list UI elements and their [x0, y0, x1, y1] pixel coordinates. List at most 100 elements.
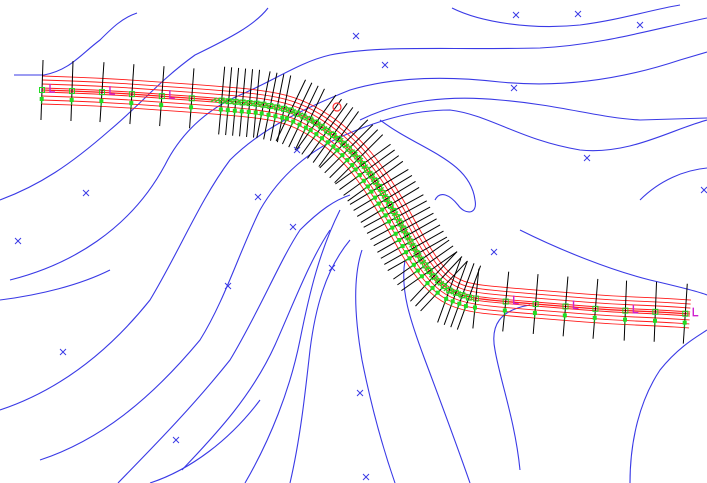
station-mark [376, 201, 381, 206]
station-mark [502, 308, 507, 313]
station-mark [98, 89, 105, 96]
cross-section-line [318, 111, 359, 167]
cross-section-line [239, 68, 247, 137]
x-mark-glyph [574, 10, 582, 18]
station-tick [353, 154, 361, 160]
station-tick [370, 177, 378, 183]
station-tick [417, 256, 425, 262]
x-mark-glyph [362, 473, 370, 481]
station-tick [419, 259, 427, 265]
road-edge-line [41, 95, 690, 321]
station-tick [428, 272, 436, 278]
station-mark [444, 296, 449, 301]
station-tick [330, 133, 338, 139]
station-tick [401, 228, 408, 234]
station-mark [128, 91, 135, 98]
station-mark [225, 108, 230, 113]
cross-section-line [623, 280, 628, 341]
station-mark [218, 97, 225, 104]
station-tick [465, 295, 473, 301]
station-tick [426, 269, 434, 275]
station-mark [532, 301, 539, 308]
x-mark-glyph [512, 11, 520, 19]
station-tick [292, 110, 300, 116]
station-mark [314, 132, 319, 137]
station-tick [458, 292, 465, 298]
station-tick [434, 278, 442, 284]
station-mark [407, 256, 412, 261]
cross-section-line [592, 278, 599, 339]
station-mark [353, 167, 358, 172]
spot-elevation-mark [362, 473, 370, 481]
contour-line [0, 269, 111, 301]
station-mark [218, 107, 223, 112]
x-mark-glyph [700, 186, 707, 194]
spot-elevation-mark [512, 11, 520, 19]
cross-section-line [253, 69, 261, 138]
cross-section-line [295, 94, 337, 151]
station-tick [461, 293, 469, 299]
spot-elevation-mark [381, 61, 389, 69]
cross-section-line [159, 66, 165, 127]
spot-elevation-mark [583, 154, 591, 162]
station-tick [277, 105, 285, 111]
station-tick [281, 106, 289, 112]
station-mark [682, 320, 687, 325]
station-mark [393, 231, 398, 236]
station-tick [222, 98, 229, 104]
station-tick [405, 235, 412, 241]
station-tick [368, 173, 376, 179]
x-mark-glyph [14, 237, 22, 245]
cross-section-line [294, 88, 325, 151]
station-tick [440, 283, 448, 289]
station-tick [395, 218, 403, 224]
cross-section-line [682, 283, 688, 344]
cross-section-line [653, 281, 658, 342]
spot-elevation-mark [328, 264, 336, 272]
station-tick [296, 112, 304, 118]
station-mark [158, 93, 165, 100]
station-mark [99, 99, 104, 104]
station-tick [437, 280, 445, 286]
station-tick [415, 253, 422, 259]
contour-line [379, 119, 476, 213]
station-mark [369, 189, 374, 194]
station-tick [300, 113, 307, 119]
station-tick [230, 99, 237, 105]
station-mark [422, 262, 429, 269]
station-tick [421, 262, 429, 268]
station-tick [317, 123, 325, 129]
station-tick [273, 104, 281, 110]
station-tick [424, 266, 431, 272]
station-tick [356, 157, 364, 163]
profile-mark [513, 295, 519, 305]
x-mark-glyph [172, 436, 180, 444]
road-centerline [41, 89, 691, 315]
station-mark [465, 294, 472, 301]
station-mark [129, 101, 134, 106]
cross-sections-layer [40, 60, 688, 344]
station-mark [383, 213, 388, 218]
station-mark [386, 219, 391, 224]
spot-elevation-mark [82, 189, 90, 197]
station-mark [189, 105, 194, 110]
x-mark-glyph [254, 193, 262, 201]
x-mark-glyph [381, 61, 389, 69]
station-mark [266, 112, 271, 117]
road-edge-line [42, 75, 691, 301]
contour-line [451, 4, 681, 27]
station-mark [472, 305, 477, 310]
cross-section-line [263, 72, 278, 140]
station-tick [242, 100, 249, 106]
station-tick [381, 193, 389, 199]
station-tick [450, 289, 458, 295]
station-tick [254, 101, 261, 107]
cross-section-line [349, 169, 409, 205]
station-tick [377, 187, 385, 193]
contour-line [9, 17, 707, 281]
station-tick [250, 100, 257, 106]
station-mark [407, 238, 414, 245]
cross-section-line [472, 268, 480, 329]
